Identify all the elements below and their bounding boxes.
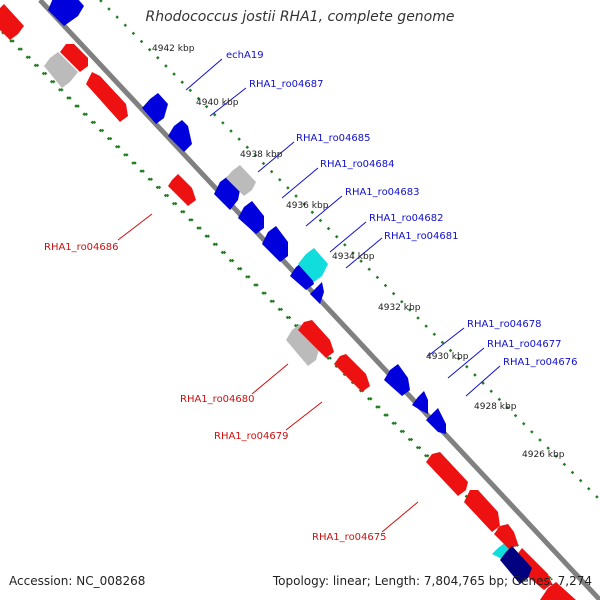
genome-summary-text: Topology: linear; Length: 7,804,765 bp; … — [272, 574, 592, 588]
gene-arrow-forward[interactable] — [426, 408, 446, 434]
label-leader — [285, 401, 323, 431]
gene-arrow-reverse[interactable] — [426, 452, 468, 496]
gene-label[interactable]: RHA1_ro04677 — [487, 339, 562, 350]
gene-arrow-rna[interactable] — [298, 248, 328, 282]
gene-arrow-reverse[interactable] — [60, 44, 88, 72]
scale-label: 4930 kbp — [426, 352, 469, 362]
gene-label[interactable]: RHA1_ro04685 — [296, 133, 371, 144]
label-leader — [257, 141, 295, 173]
label-leader — [251, 363, 289, 395]
gene-label[interactable]: RHA1_ro04675 — [312, 532, 387, 543]
scale-label: 4926 kbp — [522, 450, 565, 460]
gene-label[interactable]: RHA1_ro04679 — [214, 431, 289, 442]
gene-arrow-forward[interactable] — [310, 282, 324, 304]
gene-label[interactable]: echA19 — [226, 50, 264, 61]
label-leader — [465, 365, 501, 397]
label-leader — [117, 213, 153, 241]
scale-label: 4932 kbp — [378, 303, 421, 313]
label-leader — [345, 237, 383, 269]
gene-arrow-forward[interactable] — [48, 0, 84, 26]
scale-label: 4936 kbp — [286, 201, 329, 211]
gene-arrow-reverse[interactable] — [540, 582, 576, 600]
gene-label[interactable]: RHA1_ro04682 — [369, 213, 444, 224]
label-leader — [281, 167, 319, 199]
scale-label: 4928 kbp — [474, 402, 517, 412]
label-leader — [427, 327, 465, 357]
gene-arrow-reverse[interactable] — [464, 490, 500, 532]
gene-label[interactable]: RHA1_ro04683 — [345, 187, 420, 198]
label-leader — [447, 347, 485, 379]
accession-text: Accession: NC_008268 — [9, 574, 146, 588]
label-leader — [185, 58, 223, 91]
gene-label[interactable]: RHA1_ro04676 — [503, 357, 578, 368]
gene-arrow-pseudo[interactable] — [286, 324, 320, 366]
scale-label: 4934 kbp — [332, 252, 375, 262]
label-leader — [305, 195, 343, 227]
label-leader — [329, 221, 367, 253]
genome-title: Rhodococcus jostii RHA1, complete genome — [145, 9, 455, 25]
gene-arrow-pseudo[interactable] — [44, 52, 78, 88]
gene-arrow-forward[interactable] — [142, 93, 168, 124]
gene-arrow-forward[interactable] — [238, 201, 264, 234]
gene-arrow-forward[interactable] — [262, 226, 288, 262]
gene-arrow-forward[interactable] — [384, 364, 410, 396]
scale-label: 4940 kbp — [196, 98, 239, 108]
gene-label[interactable]: RHA1_ro04687 — [249, 79, 324, 90]
gene-arrow-reverse[interactable] — [0, 4, 24, 40]
gene-arrow-reverse[interactable] — [298, 320, 334, 358]
gene-arrow-forward[interactable] — [168, 120, 192, 152]
gene-arrow-reverse[interactable] — [168, 174, 196, 206]
label-leader — [381, 501, 419, 533]
gene-label[interactable]: RHA1_ro04684 — [320, 159, 395, 170]
scale-label: 4938 kbp — [240, 150, 283, 160]
gene-label[interactable]: RHA1_ro04680 — [180, 394, 255, 405]
scale-label: 4942 kbp — [152, 44, 195, 54]
gene-label[interactable]: RHA1_ro04678 — [467, 319, 542, 330]
scale-guide-inner-forward — [99, 0, 600, 501]
scale-guide-reverse — [3, 31, 574, 600]
gene-arrow-forward[interactable] — [412, 391, 428, 414]
gene-arrow-reverse[interactable] — [334, 354, 370, 392]
gene-label[interactable]: RHA1_ro04686 — [44, 242, 119, 253]
gene-arrow-reverse-selected[interactable] — [500, 546, 532, 584]
gene-label[interactable]: RHA1_ro04681 — [384, 231, 459, 242]
gene-arrow-reverse[interactable] — [86, 72, 128, 122]
gene-arrow-pseudo[interactable] — [226, 165, 256, 196]
gene-arrow-reverse[interactable] — [494, 524, 518, 550]
label-leader — [209, 87, 247, 117]
